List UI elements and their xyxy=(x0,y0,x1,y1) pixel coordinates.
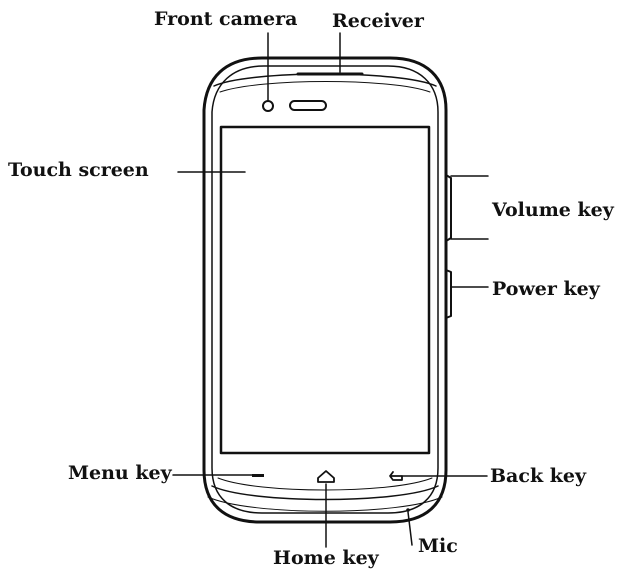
phone-body-outline xyxy=(202,56,448,524)
volume-key-shape xyxy=(445,174,452,242)
bottom-bezel-line-2 xyxy=(217,477,433,491)
back-key-icon xyxy=(389,471,403,481)
earpiece-slot xyxy=(289,100,327,111)
bottom-bezel-line-3 xyxy=(207,496,443,512)
home-key-icon xyxy=(317,470,335,483)
back-key-label: Back key xyxy=(490,465,587,487)
phone-body-inner-outline xyxy=(211,65,439,514)
touch-screen-label: Touch screen xyxy=(8,159,149,181)
front-camera-lens xyxy=(262,100,274,112)
menu-key-label: Menu key xyxy=(68,462,172,484)
front-camera-label: Front camera xyxy=(154,8,298,30)
mic-hole xyxy=(406,508,410,512)
touch-screen-frame xyxy=(219,125,431,455)
menu-key-icon xyxy=(252,474,264,477)
receiver-label: Receiver xyxy=(332,10,424,32)
top-bezel-line-1 xyxy=(213,73,437,87)
volume-key-label: Volume key xyxy=(492,199,614,221)
power-key-shape xyxy=(445,269,452,319)
top-bezel-line-2 xyxy=(219,81,431,93)
home-key-label: Home key xyxy=(273,547,379,569)
power-key-label: Power key xyxy=(492,278,600,300)
mic-label: Mic xyxy=(418,535,458,557)
mic-leader xyxy=(407,511,413,546)
bottom-bezel-line-1 xyxy=(211,485,439,501)
